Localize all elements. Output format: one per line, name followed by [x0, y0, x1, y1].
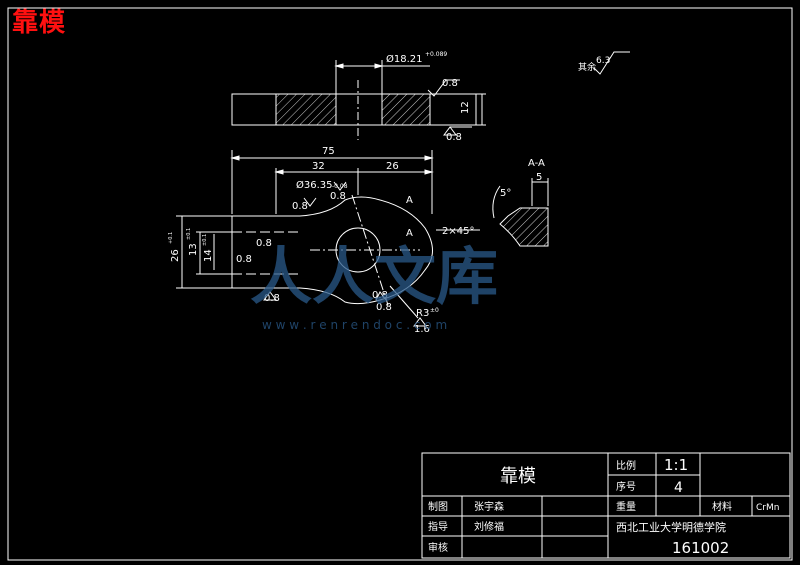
section-hatch [499, 207, 549, 247]
section-title: A-A [528, 158, 545, 169]
watermark-brand: 人人文库 [250, 240, 498, 313]
tb-guide-label: 指导 [428, 520, 448, 533]
tb-material-label: 材料 [712, 500, 732, 513]
angle-arc [492, 185, 501, 219]
tb-part-name: 靠模 [500, 466, 536, 487]
top-roughness-1: 0.8 [442, 78, 458, 89]
section-angle: 5° [500, 188, 511, 199]
height-dim-14: 14 [203, 249, 214, 262]
part-outline [231, 196, 433, 305]
front-hole-tol: -0.08 [332, 183, 348, 190]
tb-drawn-name: 张宇森 [474, 500, 504, 513]
height-dim-13: 13 [188, 243, 199, 256]
section-mark-a1: A [406, 195, 413, 206]
front-view [176, 150, 480, 327]
front-rough-e: 0.8 [264, 293, 280, 304]
section-mark-a2: A [406, 228, 413, 239]
height-dim-13-tol: ±0.1 [186, 228, 192, 240]
radius-dim: R3 [416, 308, 429, 319]
front-rough-g: 0.8 [376, 302, 392, 313]
radius-leader [389, 285, 419, 319]
tb-scale-label: 比例 [616, 459, 636, 472]
front-dim-75: 75 [322, 146, 335, 157]
tb-seq-value: 4 [674, 480, 683, 496]
tb-seq-label: 序号 [616, 480, 636, 493]
watermark-url: w w w . r e n r e n d o c . c o m [262, 318, 447, 332]
section-a-a [492, 178, 549, 247]
general-roughness-value: 6.3 [596, 56, 610, 66]
front-rough-h: 1.6 [414, 324, 430, 335]
tb-drawn-label: 制图 [428, 500, 448, 513]
tb-weight-label: 重量 [616, 500, 636, 513]
watermark: 人人文库 w w w . r e n r e n d o c . c o m [250, 240, 498, 332]
top-diameter-tol: +0.089 [425, 51, 447, 58]
tb-guide-name: 刘修福 [474, 520, 504, 533]
tb-material-value: CrMn [756, 503, 779, 513]
hatch-left [275, 93, 337, 126]
tb-scale-value: 1:1 [664, 456, 688, 474]
title-block [421, 452, 791, 559]
radius-tol: ±0 [430, 307, 439, 314]
height-dim-26-tol: +0.1 [168, 232, 174, 244]
roughness-symbol-icon [427, 79, 460, 97]
general-roughness: 其余 6.3 [578, 51, 630, 75]
front-rough-f: 0.8 [372, 290, 388, 301]
front-rough-d: 0.8 [236, 254, 252, 265]
top-diameter-dim: Ø18.21 [386, 53, 423, 65]
tb-drawing-no: 161002 [672, 539, 729, 557]
height-dim-26: 26 [170, 249, 181, 262]
top-view [231, 60, 486, 140]
page-title: 靠模 [12, 8, 67, 38]
front-rough-a: 0.8 [292, 201, 308, 212]
height-dim-14-tol: ±0.1 [202, 234, 208, 246]
general-roughness-label: 其余 [578, 61, 596, 73]
tb-school: 西北工业大学明德学院 [616, 520, 726, 534]
front-centerline-v [351, 194, 389, 306]
front-dim-32: 32 [312, 161, 325, 172]
sheet-border [7, 7, 793, 561]
front-dim-26: 26 [386, 161, 399, 172]
top-thickness: 12 [460, 101, 471, 114]
chamfer-dim: 2×45° [442, 226, 474, 237]
hatch-right [381, 93, 431, 126]
front-rough-b: 0.8 [330, 191, 346, 202]
front-rough-c: 0.8 [256, 238, 272, 249]
tb-review-label: 审核 [428, 541, 448, 554]
section-dim-5: 5 [536, 172, 542, 183]
front-hole-dim: Ø36.35 [296, 179, 333, 191]
top-roughness-2: 0.8 [446, 132, 462, 143]
top-view-outline [231, 93, 477, 126]
